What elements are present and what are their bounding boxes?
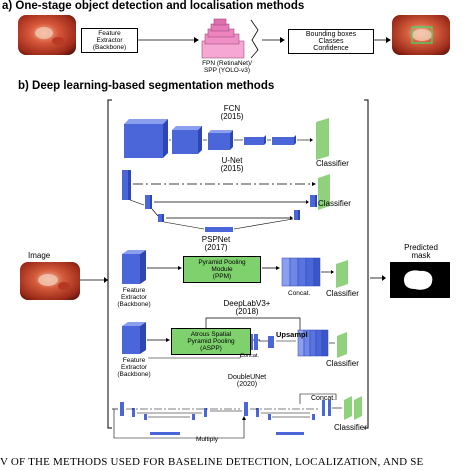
pspnet-concat-stack — [281, 257, 321, 287]
deeplab-aspp-module: Atrous Spatial Pyramid Pooling (ASPP) — [171, 328, 251, 355]
fe-a-line3: (Backbone) — [92, 44, 127, 51]
doubleunet-multiply-label: Multiply — [196, 436, 219, 443]
endoscopy-image-input-a — [18, 15, 76, 55]
deeplab-backbone-label: Feature Extractor (Backbone) — [114, 357, 154, 378]
deeplab-title: DeepLabV3+ (2018) — [222, 300, 272, 316]
doubleunet-name: DoubleUNet — [227, 374, 267, 381]
image-label: Image — [28, 251, 51, 260]
section-a-title: a) One-stage object detection and locali… — [2, 0, 305, 12]
doubleunet-classifier-2 — [354, 396, 362, 420]
fcn-name: FCN — [223, 104, 241, 113]
figure-caption: V OF THE METHODS USED FOR BASELINE DETEC… — [0, 456, 424, 468]
aspp-line3: (ASPP) — [200, 345, 222, 352]
ppm-line2: Module — [211, 266, 233, 273]
unet-title: U-Net (2015) — [212, 157, 252, 173]
doubleunet-year: (2020) — [236, 381, 258, 388]
deeplab-backbone-line1: Feature — [122, 357, 146, 364]
pspnet-name: PSPNet — [201, 235, 231, 244]
pspnet-concat-label: Concat. — [288, 290, 311, 297]
doubleunet-classifier-label: Classifier — [334, 423, 367, 432]
pspnet-title: PSPNet (2017) — [196, 236, 236, 252]
pspnet-year: (2017) — [204, 243, 228, 252]
endoscopy-image-input-b — [20, 262, 80, 300]
fe-a-line1: Feature — [98, 30, 121, 37]
pspnet-backbone-line3: (Backbone) — [117, 301, 151, 308]
unet-classifier-block — [318, 174, 330, 210]
ppm-line3: (PPM) — [212, 273, 232, 280]
predicted-mask-label: Predicted mask — [392, 244, 450, 260]
doubleunet-concat-label: Concat. — [311, 395, 336, 402]
deeplab-name: DeepLabV3+ — [223, 299, 271, 308]
methods-bracket — [107, 99, 369, 429]
fpn-label: FPN (RetinaNet)/ SPP (YOLO-v3) — [192, 60, 262, 74]
pspnet-ppm-module: Pyramid Pooling Module (PPM) — [183, 256, 261, 283]
fcn-classifier-block — [316, 118, 329, 160]
fcn-year: (2015) — [220, 112, 244, 121]
pspnet-backbone-line2: Extractor — [120, 294, 147, 301]
unet-year: (2015) — [220, 164, 244, 173]
ppm-line1: Pyramid Pooling — [198, 259, 246, 266]
output-bounding-boxes: Bounding boxes — [305, 31, 357, 38]
deeplab-backbone-line2: Extractor — [120, 364, 147, 371]
deeplab-classifier-label: Classifier — [326, 359, 359, 368]
predicted-mask-image — [390, 262, 450, 298]
deeplab-upsample-label: Upsampl — [276, 330, 308, 339]
unet-blocks — [122, 170, 317, 232]
fpn-pyramid-blocks — [201, 18, 245, 59]
output-confidence: Confidence — [313, 45, 349, 52]
unet-classifier-label: Classifier — [318, 199, 351, 208]
pspnet-backbone-block — [122, 250, 146, 284]
fcn-encoder-blocks — [124, 119, 296, 158]
pspnet-classifier-block — [336, 260, 348, 288]
output-classes: Classes — [318, 38, 344, 45]
detection-outputs-box: Bounding boxes Classes Confidence — [288, 29, 374, 54]
doubleunet-blocks — [120, 400, 331, 435]
fcn-classifier-label: Classifier — [316, 159, 349, 168]
predicted-label-line2: mask — [411, 251, 431, 260]
unet-name: U-Net — [221, 156, 243, 165]
deeplab-classifier-block — [337, 332, 347, 358]
deeplab-upsample-stack — [297, 329, 329, 357]
doubleunet-title: DoubleUNet (2020) — [224, 374, 270, 388]
fpn-label-line1: FPN (RetinaNet)/ — [202, 60, 252, 67]
fe-a-line2: Extractor — [96, 37, 123, 44]
aspp-line1: Atrous Spatial — [190, 331, 232, 338]
endoscopy-image-detection-output — [392, 15, 450, 55]
predicted-label-line1: Predicted — [404, 243, 438, 252]
deeplab-year: (2018) — [235, 307, 259, 316]
section-b-title: b) Deep learning-based segmentation meth… — [18, 80, 275, 92]
aspp-line2: Pyramid Pooling — [187, 338, 235, 345]
deeplab-concat-label: Concat. — [240, 353, 259, 359]
pspnet-classifier-label: Classifier — [326, 289, 359, 298]
pspnet-backbone-label: Feature Extractor (Backbone) — [114, 287, 154, 308]
feature-extractor-box-a: Feature Extractor (Backbone) — [81, 28, 138, 53]
deeplab-backbone-block — [122, 322, 146, 354]
pspnet-backbone-line1: Feature — [122, 287, 146, 294]
deeplab-backbone-line3: (Backbone) — [117, 371, 151, 378]
fpn-label-line2: SPP (YOLO-v3) — [203, 67, 251, 74]
doubleunet-classifier-1 — [344, 396, 352, 420]
fcn-title: FCN (2015) — [212, 105, 252, 121]
